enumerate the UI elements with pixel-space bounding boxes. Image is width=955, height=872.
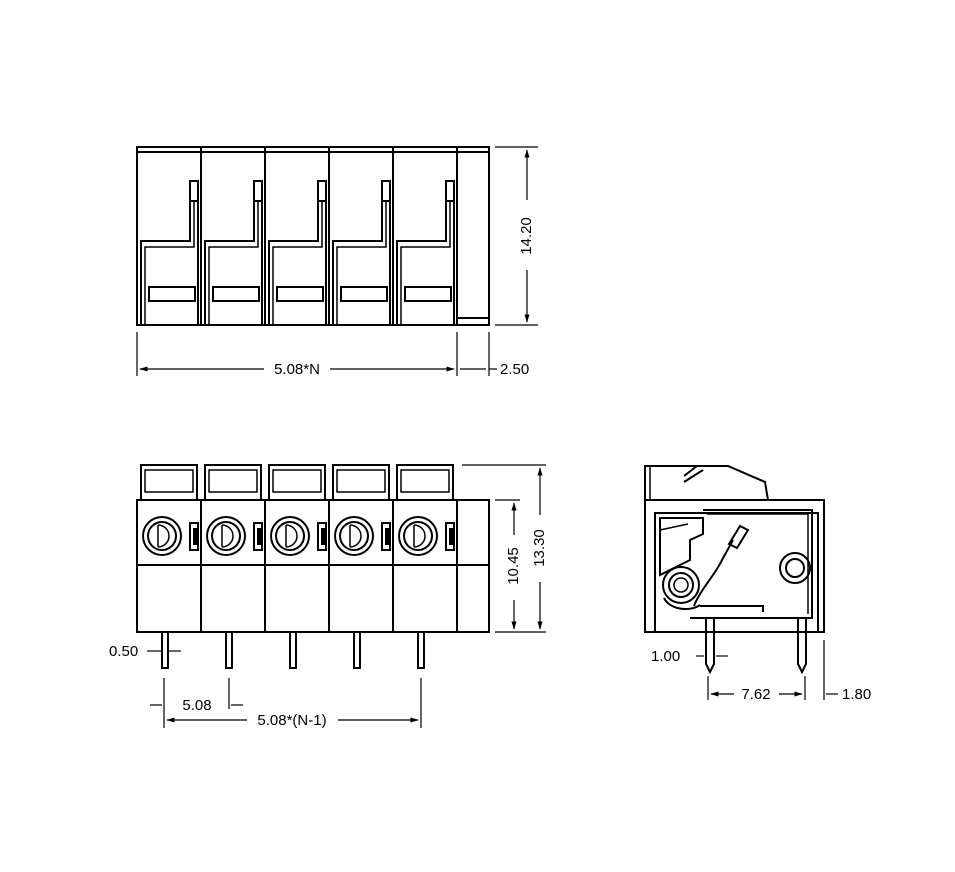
front-wire-entry-inner <box>211 521 241 551</box>
dim-top-height: 14.20 <box>518 217 535 255</box>
front-release-slot-fill <box>449 528 454 545</box>
top-lever-tab <box>317 180 327 202</box>
top-lever-tab <box>189 180 199 202</box>
dim-top-width: 5.08*N <box>274 361 320 378</box>
front-lever <box>396 464 454 501</box>
front-lever <box>268 464 326 501</box>
front-pin <box>289 632 297 669</box>
top-dimensions: 14.20 5.08*N 2.50 <box>136 146 538 378</box>
front-pole-4 <box>328 464 394 669</box>
top-wire-slot <box>148 286 196 302</box>
top-wire-slot <box>212 286 260 302</box>
top-pole-1 <box>136 147 202 325</box>
front-pole-3 <box>264 464 330 669</box>
front-wire-clamp-arc <box>413 524 426 548</box>
dim-side-offset: 1.80 <box>842 686 871 703</box>
dim-pin-width: 0.50 <box>109 643 138 660</box>
front-pin <box>417 632 425 669</box>
front-wire-entry <box>398 516 438 556</box>
dim-front-inner-height: 10.45 <box>505 547 522 585</box>
top-lever-outline <box>268 180 327 325</box>
front-view <box>136 464 490 669</box>
dim-side-pin-spacing: 7.62 <box>741 686 770 703</box>
front-pin <box>353 632 361 669</box>
front-release-slot-fill <box>385 528 390 545</box>
front-lever <box>204 464 262 501</box>
top-pole-3 <box>264 147 330 325</box>
front-pin <box>161 632 169 669</box>
front-lever-inner <box>400 469 450 493</box>
front-pin <box>225 632 233 669</box>
top-lever-outline <box>204 180 263 325</box>
front-wire-entry-inner <box>147 521 177 551</box>
top-lever-inner <box>400 200 451 325</box>
front-lever <box>140 464 198 501</box>
top-pole-2 <box>200 147 266 325</box>
top-lever-inner <box>144 200 195 325</box>
front-lever-inner <box>208 469 258 493</box>
top-lever-outline <box>332 180 391 325</box>
front-wire-entry-inner <box>403 521 433 551</box>
front-wire-entry-inner <box>339 521 369 551</box>
front-wire-clamp-arc <box>157 524 170 548</box>
top-view <box>136 146 490 326</box>
front-wire-entry <box>334 516 374 556</box>
top-lever-outline <box>396 180 455 325</box>
front-lever <box>332 464 390 501</box>
top-lever-tab <box>381 180 391 202</box>
front-wire-entry <box>206 516 246 556</box>
top-wire-slot <box>340 286 388 302</box>
side-view <box>644 465 825 675</box>
front-lever-inner <box>144 469 194 493</box>
front-wire-entry <box>142 516 182 556</box>
dim-side-pin-width: 1.00 <box>651 648 680 665</box>
top-lever-inner <box>336 200 387 325</box>
top-lever-tab <box>253 180 263 202</box>
front-lever-inner <box>272 469 322 493</box>
front-release-slot-fill <box>257 528 262 545</box>
front-wire-clamp-arc <box>221 524 234 548</box>
side-dimensions: 1.00 7.62 1.80 <box>651 640 871 703</box>
front-dimensions: 10.45 13.30 0.50 5.08 5.08*(N-1) <box>109 464 548 729</box>
front-wire-entry <box>270 516 310 556</box>
top-wire-slot <box>404 286 452 302</box>
front-release-slot-fill <box>321 528 326 545</box>
front-pole-2 <box>200 464 266 669</box>
dim-top-end: 2.50 <box>500 361 529 378</box>
front-release-slot-fill <box>193 528 198 545</box>
front-pole-5 <box>392 464 458 669</box>
top-pole-5 <box>392 147 458 325</box>
dim-pitch: 5.08 <box>182 697 211 714</box>
front-pole-1 <box>136 464 202 669</box>
top-wire-slot <box>276 286 324 302</box>
top-lever-inner <box>208 200 259 325</box>
top-lever-inner <box>272 200 323 325</box>
front-wire-clamp-arc <box>349 524 362 548</box>
front-wire-entry-inner <box>275 521 305 551</box>
top-pole-4 <box>328 147 394 325</box>
dim-front-total-height: 13.30 <box>531 529 548 567</box>
top-lever-tab <box>445 180 455 202</box>
front-lever-inner <box>336 469 386 493</box>
top-lever-outline <box>140 180 199 325</box>
dim-pin-span: 5.08*(N-1) <box>257 712 326 729</box>
front-wire-clamp-arc <box>285 524 298 548</box>
